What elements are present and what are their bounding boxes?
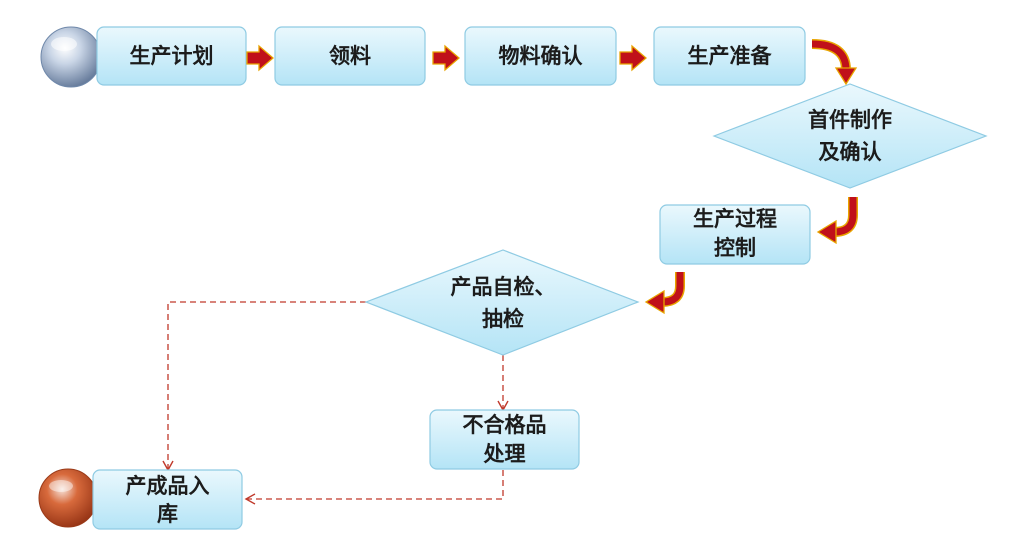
node-nonconforming: 不合格品 处理 [429, 409, 580, 470]
node-label: 抽检 [482, 307, 524, 331]
node-first-piece-decision: 首件制作 及确认 [712, 83, 988, 189]
node-warehouse: 产成品入 库 [92, 469, 243, 530]
node-process-control: 生产过程 控制 [659, 204, 811, 265]
node-label: 首件制作 [808, 108, 892, 132]
node-label: 产品自检、 [451, 275, 556, 299]
dashed-arrow-to-warehouse-bottom [244, 470, 504, 505]
node-label: 领料 [329, 44, 371, 68]
flow-arrow-first-piece-to-process [816, 197, 858, 245]
flow-arrow-pick-to-confirm [432, 44, 460, 72]
flow-arrow-confirm-to-prepare [619, 44, 647, 72]
node-production-plan: 生产计划 [96, 26, 247, 86]
dashed-connectors [162, 301, 509, 505]
node-label: 物料确认 [499, 44, 583, 68]
node-production-prepare: 生产准备 [653, 26, 806, 86]
dashed-arrow-to-warehouse-left [162, 301, 366, 472]
node-label: 生产准备 [688, 44, 773, 68]
node-label: 及确认 [819, 140, 882, 164]
node-label: 生产过程 [693, 207, 777, 231]
node-label: 库 [157, 502, 178, 526]
flow-arrow-plan-to-pick [246, 44, 274, 72]
flow-arrow-process-to-inspection [644, 272, 685, 315]
node-label: 控制 [714, 236, 756, 260]
flow-arrow-prepare-to-first-piece [811, 39, 858, 86]
start-circle-icon [40, 26, 102, 88]
node-label: 不合格品 [463, 413, 547, 437]
node-material-confirm: 物料确认 [464, 26, 617, 86]
node-inspection-decision: 产品自检、 抽检 [364, 249, 640, 356]
node-label: 生产计划 [130, 44, 214, 68]
node-material-pick: 领料 [274, 26, 426, 86]
node-label: 处理 [483, 442, 526, 466]
end-circle-icon [38, 468, 98, 528]
node-label: 产成品入 [126, 474, 210, 498]
